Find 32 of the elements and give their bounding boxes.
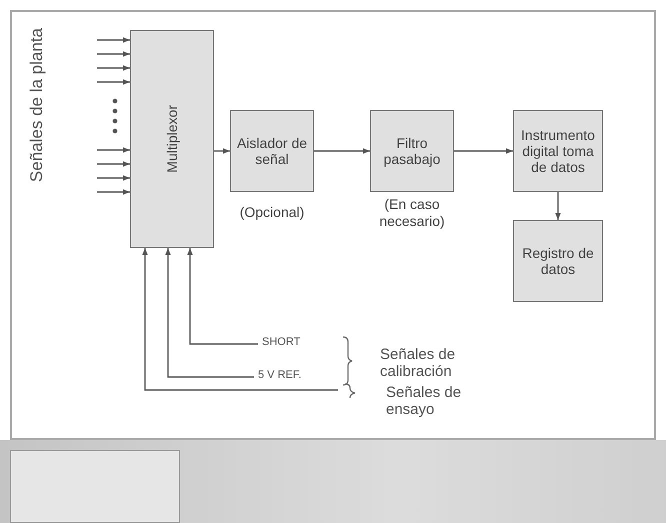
arrow — [97, 37, 130, 43]
arrow — [97, 175, 130, 181]
arrow — [97, 147, 130, 153]
block-label: Filtro pasabajo — [384, 134, 440, 167]
arrow — [142, 248, 338, 391]
block-label: Multiplexor — [164, 105, 180, 173]
process-block — [513, 220, 603, 302]
block-label: Registro de datos — [522, 244, 594, 277]
group-label: Señales de calibración — [380, 347, 456, 380]
arrow — [165, 248, 254, 378]
arrow — [97, 65, 130, 71]
arrow — [214, 148, 230, 154]
block-label: Instrumento digital toma de datos — [521, 126, 595, 176]
side-label: Señales de la planta — [28, 28, 47, 182]
signal-name: SHORT — [262, 336, 306, 352]
node-caption: (En caso necesario) — [378, 196, 446, 230]
process-block — [230, 110, 314, 192]
arrow — [314, 148, 370, 154]
arrow — [187, 248, 258, 345]
signal-name: 5 V REF. — [258, 369, 312, 385]
arrow — [454, 148, 513, 154]
group-label: Señales de ensayo — [386, 385, 462, 418]
multiplexer-block — [130, 30, 214, 248]
block-label: Aislador de señal — [236, 134, 308, 167]
arrow — [97, 51, 130, 57]
arrow — [97, 161, 130, 167]
node-caption: (Opcional) — [238, 204, 306, 221]
process-block — [513, 110, 603, 192]
arrow — [555, 192, 561, 220]
arrow — [97, 79, 130, 85]
process-block — [370, 110, 454, 192]
arrow — [97, 189, 130, 195]
